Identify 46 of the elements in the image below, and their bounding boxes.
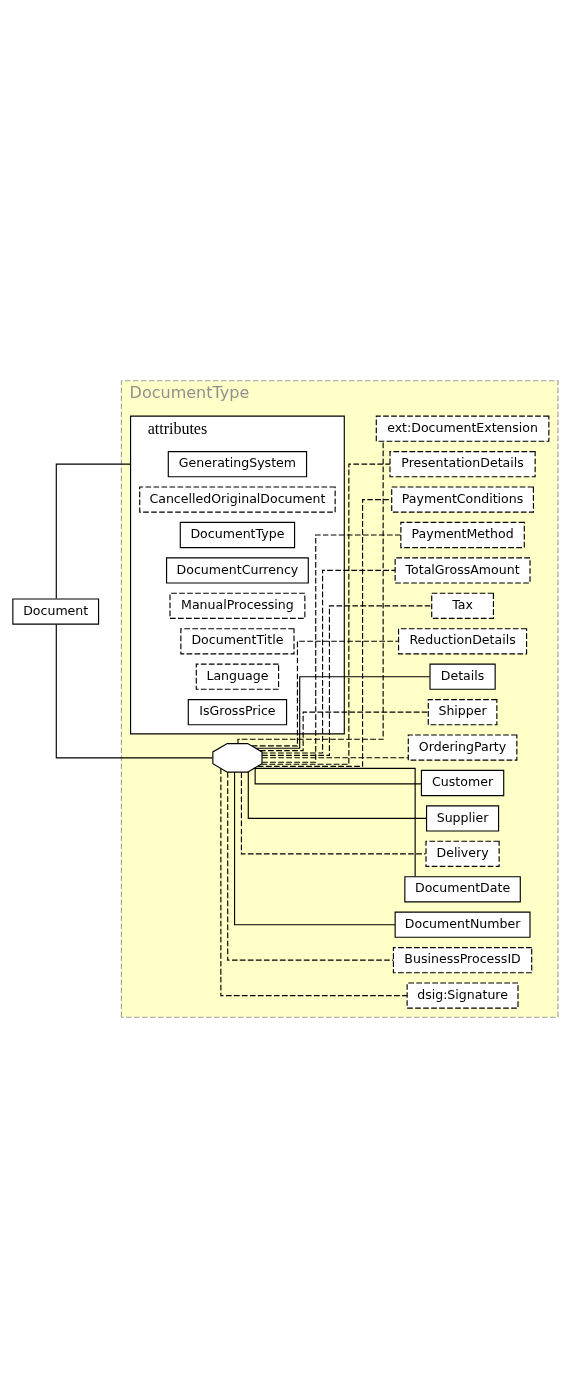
connector — [261, 569, 396, 754]
connector — [257, 498, 393, 767]
node-box: Details — [429, 663, 496, 690]
node-box: Document — [12, 597, 100, 625]
node-box: dsig:Signature — [406, 981, 519, 1009]
node-box: CancelledOriginalDocument — [139, 485, 336, 513]
node-box: ext:DocumentExtension — [375, 415, 550, 442]
node-box: DocumentTitle — [180, 627, 295, 654]
connector — [240, 771, 427, 854]
node-box: Language — [195, 663, 280, 690]
node-box: GeneratingSystem — [167, 450, 308, 477]
connector — [227, 771, 394, 961]
connector — [251, 640, 399, 746]
connector — [253, 767, 416, 877]
connector — [237, 440, 384, 744]
node-box: OrderingParty — [407, 733, 518, 761]
node-box: Supplier — [426, 804, 500, 832]
node-box: Shipper — [427, 698, 498, 725]
node-box: Delivery — [425, 840, 500, 867]
connector — [255, 675, 431, 749]
node-box: IsGrossPrice — [187, 698, 288, 725]
node-box: ManualProcessing — [169, 592, 306, 619]
node-box: DocumentDate — [404, 875, 521, 902]
node-box: DocumentNumber — [394, 911, 531, 938]
node-box: Customer — [420, 769, 505, 796]
node-octagon — [212, 742, 263, 773]
node-box: PresentationDetails — [389, 450, 536, 477]
node-box: DocumentCurrency — [166, 556, 309, 584]
node-box: PaymentConditions — [391, 485, 534, 513]
connector — [261, 463, 391, 765]
connector — [220, 767, 408, 996]
connector — [261, 533, 402, 763]
node-box: PaymentMethod — [400, 521, 525, 548]
node-box: TotalGrossAmount — [394, 556, 531, 584]
node-box: ReductionDetails — [398, 627, 528, 654]
node-box: Tax — [431, 592, 494, 619]
connector — [247, 770, 427, 819]
node-box: DocumentType — [179, 521, 296, 548]
connector — [234, 771, 396, 925]
connector — [261, 604, 433, 756]
connector — [259, 711, 429, 751]
connector — [254, 766, 422, 784]
connector — [261, 756, 409, 758]
connector — [55, 463, 132, 599]
connector — [55, 623, 214, 758]
node-box: BusinessProcessID — [392, 946, 533, 973]
